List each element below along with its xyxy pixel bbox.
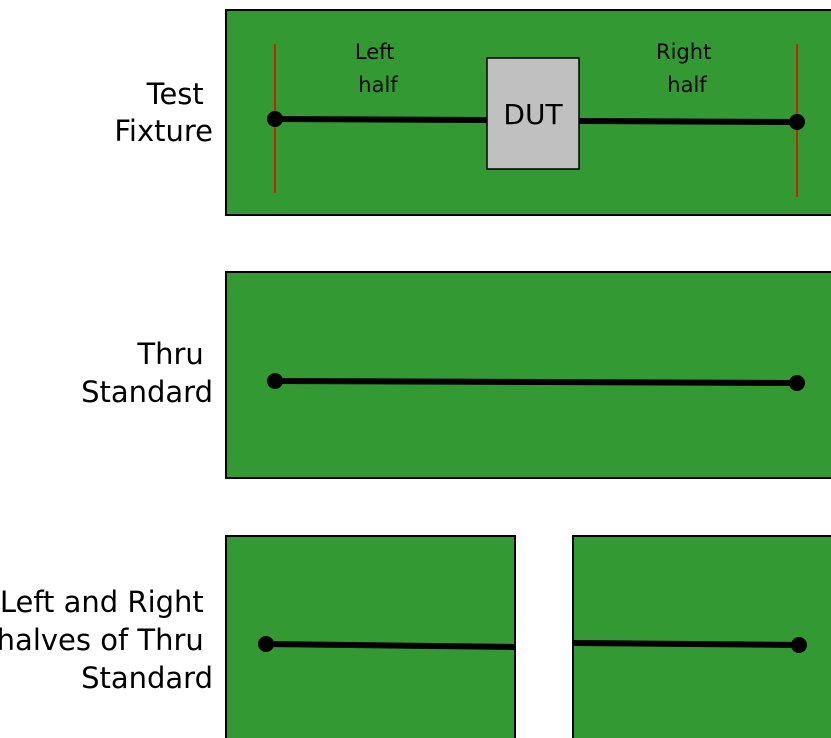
- split-thru-row: Left and Right halves of Thru Standard: [0, 535, 831, 738]
- left-half-board: [225, 535, 516, 738]
- test-fixture-label-line-1: Test: [146, 77, 204, 111]
- right-half-label-line-2: half: [667, 73, 707, 97]
- thru-standard-row: Thru Standard: [81, 271, 831, 479]
- thru-right-port-dot: [789, 375, 805, 391]
- left-trace: [274, 116, 488, 123]
- right-half-board: [572, 535, 831, 738]
- split-thru-label: Left and Right halves of Thru Standard: [0, 585, 213, 695]
- thru-standard-label: Thru Standard: [81, 337, 213, 409]
- left-half-port-dot: [258, 636, 274, 652]
- right-half-label-line-1: Right: [656, 40, 711, 64]
- thru-standard-label-line-2: Standard: [81, 375, 213, 409]
- right-half-port-dot: [791, 637, 807, 653]
- left-port-dot: [267, 111, 283, 127]
- thru-left-port-dot: [267, 373, 283, 389]
- test-fixture-label: Test Fixture: [114, 77, 213, 148]
- thru-standard-board: [225, 271, 831, 479]
- thru-trace: [274, 378, 798, 386]
- dut-box: [486, 57, 580, 170]
- dut-label: DUT: [503, 98, 563, 131]
- test-fixture-row: Test Fixture DUT Left half Right half: [114, 9, 831, 216]
- split-thru-label-line-1: Left and Right: [0, 585, 204, 619]
- left-half-label-line-2: half: [358, 73, 398, 97]
- left-half-label: Left half: [355, 40, 401, 97]
- split-thru-label-line-2: halves of Thru: [0, 623, 204, 657]
- right-half-trace: [572, 640, 800, 648]
- split-thru-label-line-3: Standard: [81, 661, 213, 695]
- test-fixture-label-line-2: Fixture: [114, 114, 213, 148]
- right-half-label: Right half: [656, 40, 718, 97]
- thru-standard-label-line-1: Thru: [136, 337, 203, 371]
- left-half-label-line-1: Left: [355, 40, 395, 64]
- right-trace: [578, 118, 798, 125]
- right-port-dot: [789, 114, 805, 130]
- left-half-trace: [265, 641, 516, 650]
